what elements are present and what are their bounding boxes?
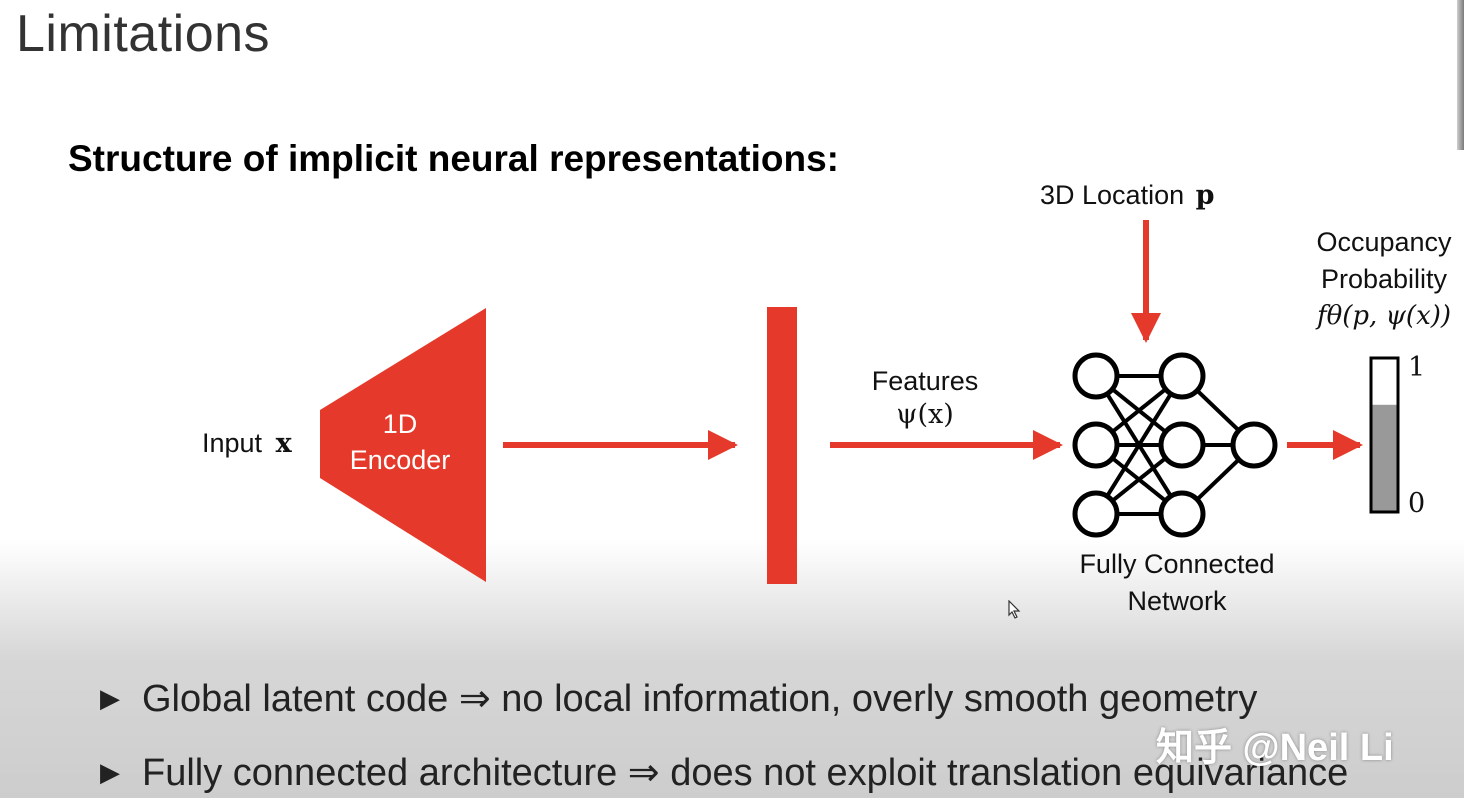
features-label: Features ψ(x) <box>850 364 1000 432</box>
hidden-node-1 <box>1158 352 1206 400</box>
gauge-min-label: 0 <box>1408 488 1426 519</box>
bullet-item-1: ▶ Global latent code ⇒ no local informati… <box>100 676 1257 721</box>
window-edge <box>1457 0 1464 150</box>
input-symbol: x <box>275 428 292 459</box>
occupancy-gauge-fill <box>1372 404 1397 511</box>
encoder-shape <box>320 308 486 582</box>
encoder-label-line1: 1D <box>382 409 418 439</box>
watermark: 知乎 @Neil Li <box>1156 727 1394 769</box>
feature-vector-bar <box>767 307 797 584</box>
encoder-label: 1D Encoder <box>338 406 462 478</box>
features-symbol: ψ(x) <box>896 399 954 430</box>
bullet-triangle-icon: ▶ <box>100 757 120 787</box>
input-node-3 <box>1072 490 1120 538</box>
hidden-node-3 <box>1158 490 1206 538</box>
mouse-pointer-icon <box>1008 600 1021 619</box>
slide-title: Limitations <box>16 5 271 63</box>
output-node <box>1230 421 1278 469</box>
bullet-text-2: Fully connected architecture ⇒ does not … <box>142 752 1349 794</box>
network-label: Fully Connected Network <box>1079 549 1275 616</box>
hidden-node-2 <box>1158 421 1206 469</box>
bullet-triangle-icon: ▶ <box>100 683 120 713</box>
occupancy-formula: fθ(p, ψ(x)) <box>1316 301 1452 331</box>
section-heading: Structure of implicit neural representat… <box>68 138 839 179</box>
bullet-text-1: Global latent code ⇒ no local informatio… <box>142 678 1258 720</box>
input-node-2 <box>1072 421 1120 469</box>
input-label: Input x <box>202 428 292 459</box>
network-nodes <box>1072 352 1278 538</box>
encoder-label-line2: Encoder <box>349 445 451 475</box>
occupancy-label: Occupancy Probability fθ(p, ψ(x)) <box>1300 224 1464 335</box>
input-node-1 <box>1072 352 1120 400</box>
gauge-max-label: 1 <box>1408 352 1426 383</box>
bullet-item-2: ▶ Fully connected architecture ⇒ does not… <box>100 750 1348 795</box>
location-label: 3D Location p <box>1040 180 1215 211</box>
bottom-shading <box>0 540 1464 798</box>
location-symbol: p <box>1195 180 1215 211</box>
